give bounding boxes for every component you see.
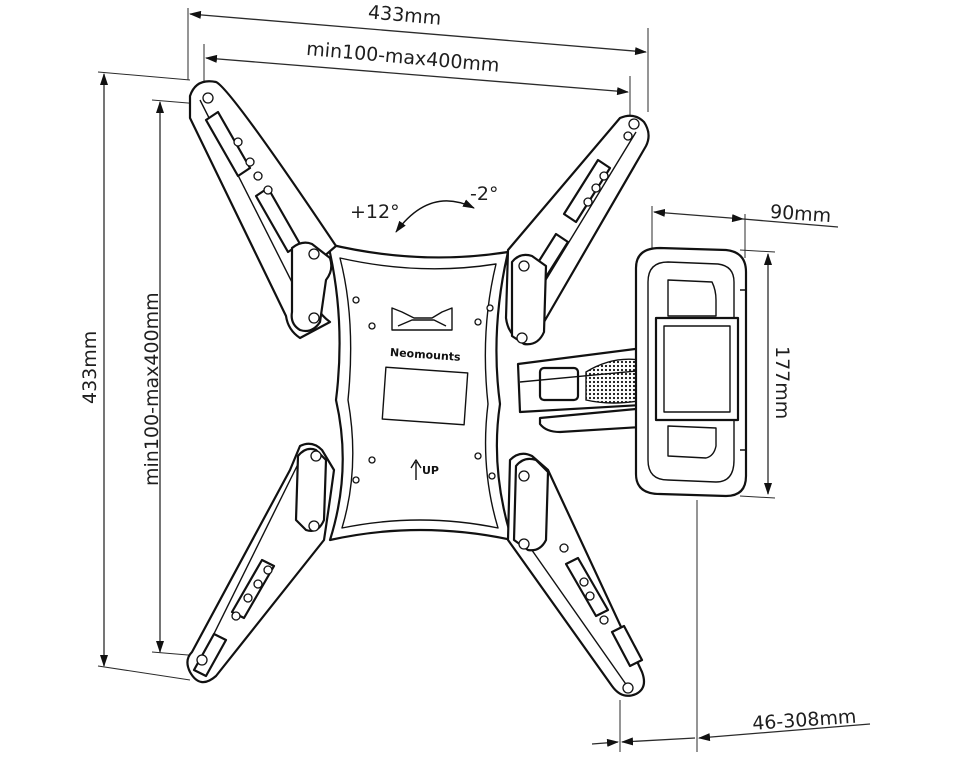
top-vesa-label: min100-max400mm bbox=[305, 38, 500, 77]
wall-plate bbox=[634, 246, 748, 498]
dimension-lines bbox=[97, 8, 871, 752]
wallplate-height-label: 177mm bbox=[771, 346, 793, 419]
up-label: UP bbox=[422, 464, 439, 477]
left-vesa-label: min100-max400mm bbox=[141, 292, 163, 486]
tilt-up-label: +12° bbox=[350, 201, 400, 223]
brand-label: Neomounts bbox=[390, 346, 462, 364]
left-overall-label: 433mm bbox=[79, 331, 101, 404]
vesa-bracket bbox=[186, 80, 650, 697]
top-overall-label: 433mm bbox=[367, 1, 442, 29]
tilt-arrow bbox=[395, 199, 475, 233]
wallplate-width-label: 90mm bbox=[769, 201, 832, 227]
tilt-down-label: -2° bbox=[470, 183, 498, 205]
extension-label: 46-308mm bbox=[752, 706, 858, 735]
